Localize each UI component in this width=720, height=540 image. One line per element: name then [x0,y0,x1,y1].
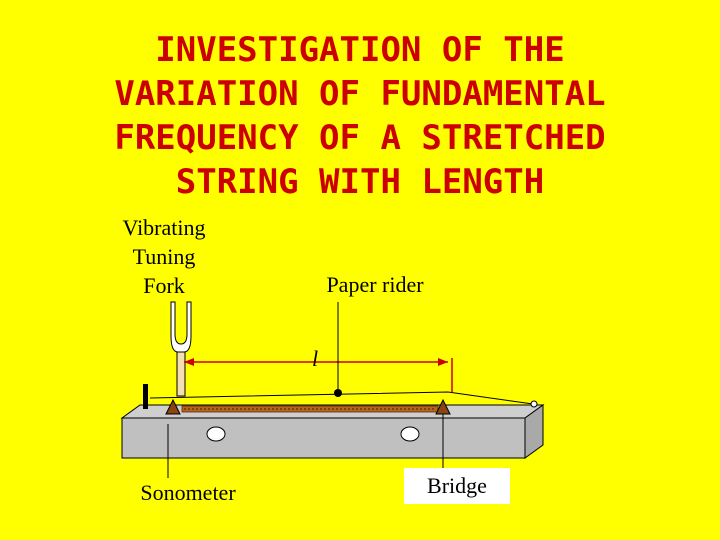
tuning-fork-label-line-2: Tuning [132,244,196,269]
title-line-4: STRING WITH LENGTH [175,162,545,202]
paper-rider-label: Paper rider [326,272,424,297]
bridge-label: Bridge [404,468,510,504]
length-label: l [311,346,319,371]
title-line-3: FREQUENCY OF A STRETCHED [114,118,606,158]
sonometer-side-face [524,404,544,459]
title-line-1: INVESTIGATION OF THE [155,30,565,70]
tuning-fork-label-line-1: Vibrating [122,215,206,240]
sound-hole-right [400,426,420,442]
left-bridge [165,398,181,415]
sound-hole-left [206,426,226,442]
length-arrow-head-left [184,358,194,366]
sonometer-label: Sonometer [140,480,236,505]
stretched-string [149,391,534,405]
left-peg [143,384,148,409]
paper-rider [334,389,342,397]
tuning-fork-label-line-3: Fork [143,273,185,298]
tuning-fork-label: Vibrating Tuning Fork [100,213,228,300]
length-arrow-head-right [438,358,448,366]
tuning-fork-stem [176,351,186,397]
string-peg [530,400,538,408]
sonometer-front-face [121,417,526,459]
title-line-2: VARIATION OF FUNDAMENTAL [114,74,606,114]
page-title: INVESTIGATION OF THE VARIATION OF FUNDAM… [0,28,720,204]
tuning-fork [170,301,192,397]
